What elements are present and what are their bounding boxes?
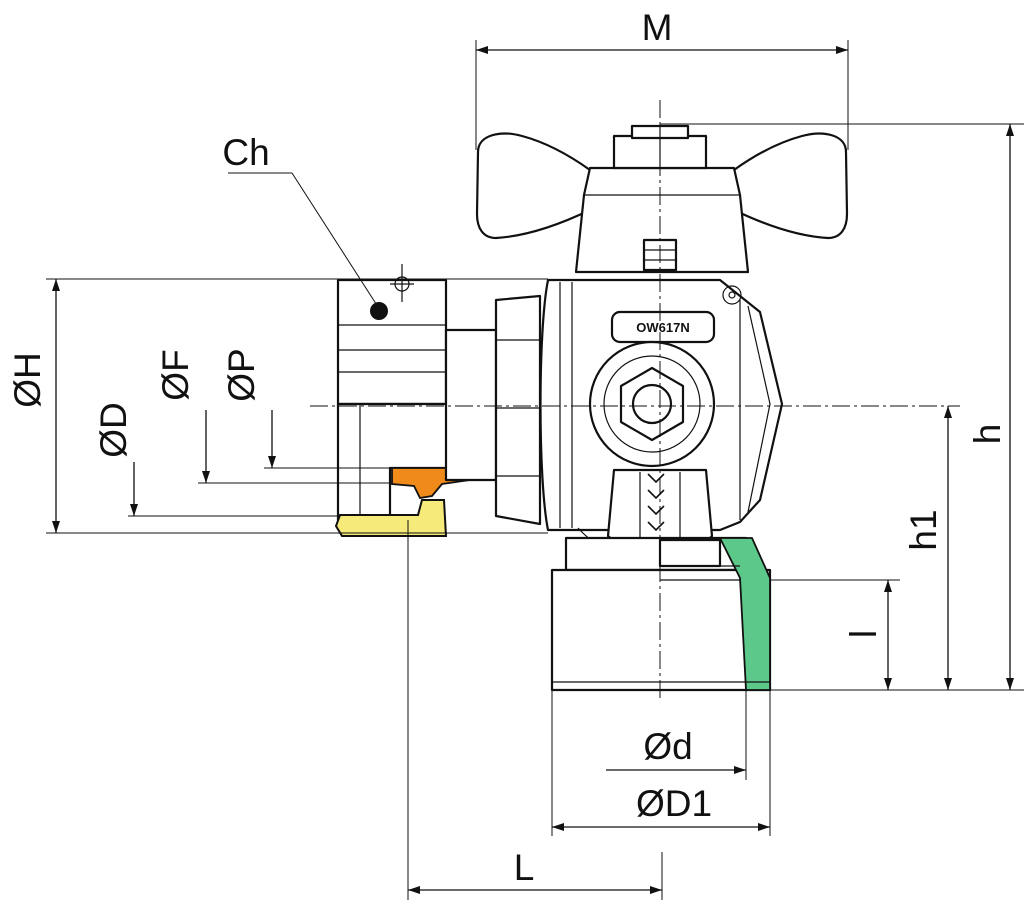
dimension-lines (46, 40, 1024, 900)
center-lines (310, 100, 960, 700)
label-l: l (843, 630, 884, 638)
label-OF: ØF (155, 349, 196, 400)
wrench-point-dot (370, 302, 388, 320)
marking-text: OW617N (636, 320, 689, 335)
label-OP: ØP (221, 348, 262, 401)
connecting-nipple (444, 294, 542, 526)
label-OD1: ØD1 (636, 783, 712, 824)
label-Ch: Ch (222, 132, 269, 173)
label-M: M (642, 7, 673, 48)
label-h: h (967, 424, 1008, 445)
bottom-connection (550, 536, 772, 692)
label-OH: ØH (7, 352, 48, 408)
label-Od: Ød (643, 726, 692, 767)
label-h1: h1 (903, 509, 944, 550)
label-OD: ØD (93, 402, 134, 458)
valve-body: OW617N (334, 124, 849, 692)
dimension-labels: M Ch ØH ØF ØP ØD h h1 l Ød ØD1 L (7, 7, 1008, 888)
gasket-yellow (334, 499, 448, 537)
label-L: L (514, 847, 535, 888)
butterfly-handle (475, 124, 849, 274)
valve-housing: OW617N (539, 278, 784, 561)
